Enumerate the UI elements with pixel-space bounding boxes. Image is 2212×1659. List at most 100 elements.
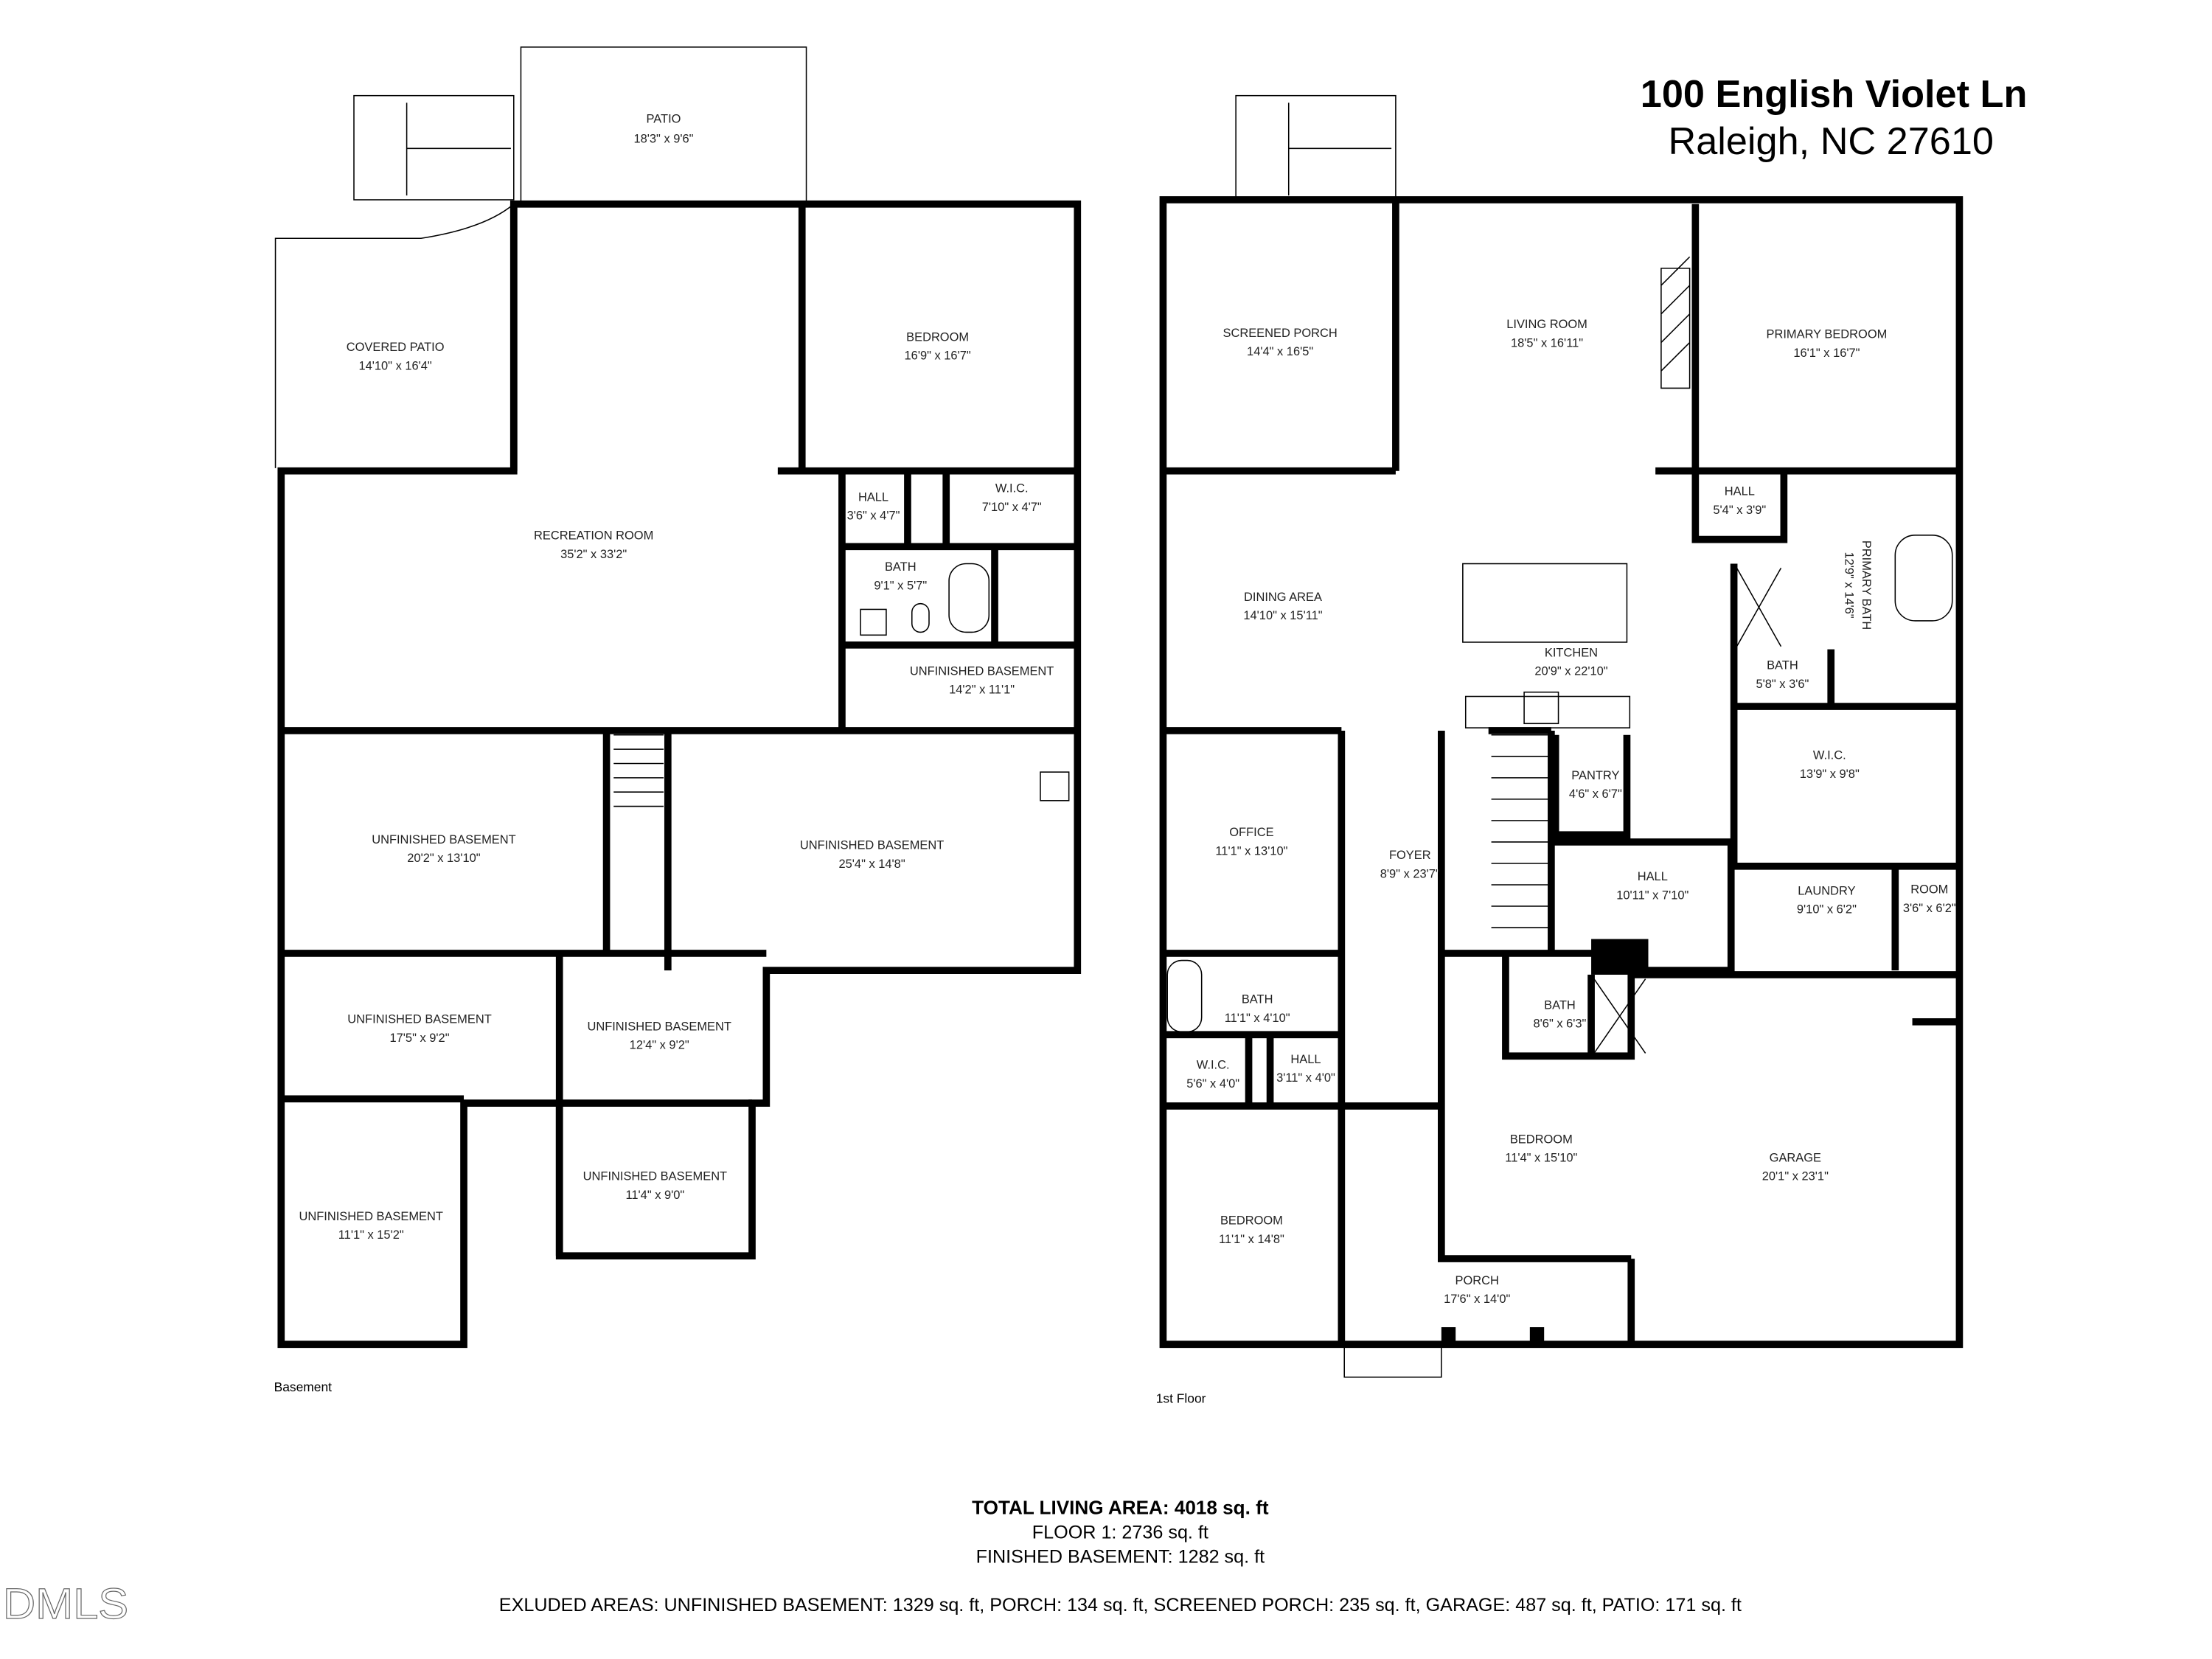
room-name: UNFINISHED BASEMENT xyxy=(587,1020,731,1033)
room-name: W.I.C. xyxy=(1813,749,1846,762)
stove-icon xyxy=(1523,691,1559,725)
utility-box xyxy=(1040,771,1070,801)
room-name: HALL xyxy=(1725,485,1755,498)
first-floor-room-labels: SCREENED PORCH 14'4" x 16'5" LIVING ROOM… xyxy=(1186,318,1956,1306)
basement-plan: PATIO 18'3" x 9'6" COVERED PATIO 14'10" … xyxy=(274,46,1082,1394)
room-name: PATIO xyxy=(647,112,681,125)
room-dims: 14'4" x 16'5" xyxy=(1247,345,1313,358)
room-name: LIVING ROOM xyxy=(1506,318,1587,331)
room-name: LAUNDRY xyxy=(1798,885,1855,898)
room-name: SCREENED PORCH xyxy=(1222,327,1337,340)
room-dims: 25'4" x 14'8" xyxy=(839,858,905,871)
floor-label-first: 1st Floor xyxy=(1156,1391,1206,1406)
room-dims: 3'6" x 6'2" xyxy=(1903,902,1956,915)
room-dims: 18'3" x 9'6" xyxy=(633,133,693,146)
room-dims: 3'11" x 4'0" xyxy=(1276,1071,1335,1085)
room-dims: 9'1" x 5'7" xyxy=(874,579,927,592)
porch-steps xyxy=(1343,1343,1442,1378)
room-dims: 16'9" x 16'7" xyxy=(905,349,971,363)
room-dims: 5'4" x 3'9" xyxy=(1713,504,1766,517)
kitchen-island xyxy=(1462,563,1628,643)
room-name: HALL xyxy=(1290,1053,1321,1066)
room-dims: 10'11" x 7'10" xyxy=(1616,888,1688,902)
stair-lines xyxy=(406,102,511,196)
room-dims: 4'6" x 6'7" xyxy=(1569,787,1622,801)
room-name: OFFICE xyxy=(1229,826,1273,839)
room-name: HALL xyxy=(858,490,888,504)
room-dims: 14'10" x 15'11" xyxy=(1243,609,1322,622)
room-name: PANTRY xyxy=(1571,769,1619,782)
room-name: BATH xyxy=(1544,998,1576,1012)
room-name: BEDROOM xyxy=(906,331,969,344)
room-name: BATH xyxy=(1767,659,1798,672)
interior-stairs xyxy=(1491,734,1548,928)
room-dims: 16'1" x 16'7" xyxy=(1793,347,1860,360)
room-name: PRIMARY BATH xyxy=(1860,540,1873,630)
room-dims: 8'6" x 6'3" xyxy=(1534,1018,1587,1031)
room-dims: 12'9" x 14'6" xyxy=(1843,552,1856,618)
total-living-area: TOTAL LIVING AREA: 4018 sq. ft xyxy=(972,1497,1269,1519)
room-name: W.I.C. xyxy=(995,482,1029,495)
mls-logo: DMLS xyxy=(3,1580,128,1628)
porch-column xyxy=(1441,1327,1456,1345)
room-name: BEDROOM xyxy=(1220,1214,1283,1228)
structural-column xyxy=(1591,939,1649,975)
shower-icon xyxy=(1736,567,1782,647)
room-name: UNFINISHED BASEMENT xyxy=(372,833,515,846)
room-name: RECREATION ROOM xyxy=(534,529,653,543)
porch-column xyxy=(1529,1327,1545,1345)
room-dims: 35'2" x 33'2" xyxy=(560,548,627,561)
room-dims: 5'6" x 4'0" xyxy=(1186,1077,1239,1091)
room-dims: 8'9" x 23'7" xyxy=(1380,867,1440,880)
room-name: HALL xyxy=(1638,870,1668,883)
first-floor-plan: SCREENED PORCH 14'4" x 16'5" LIVING ROOM… xyxy=(1156,94,1964,1406)
address-city: Raleigh, NC 27610 xyxy=(1668,120,1994,163)
basement-room-labels: PATIO 18'3" x 9'6" COVERED PATIO 14'10" … xyxy=(299,112,1054,1242)
room-dims: 11'1" x 4'10" xyxy=(1225,1012,1290,1025)
address-title: 100 English Violet Ln xyxy=(1641,73,2028,116)
room-name: BATH xyxy=(885,560,917,574)
floor1-area: FLOOR 1: 2736 sq. ft xyxy=(1032,1522,1208,1543)
room-dims: 11'1" x 14'8" xyxy=(1219,1233,1284,1246)
room-name: COVERED PATIO xyxy=(347,341,445,354)
room-dims: 9'10" x 6'2" xyxy=(1797,903,1857,917)
room-name: UNFINISHED BASEMENT xyxy=(347,1013,491,1026)
room-dims: 20'9" x 22'10" xyxy=(1534,664,1607,678)
floor-label-basement: Basement xyxy=(274,1380,333,1394)
room-name: PORCH xyxy=(1455,1274,1499,1287)
exterior-stairs xyxy=(1235,94,1397,201)
basement-stairs xyxy=(613,734,664,807)
finished-basement-area: FINISHED BASEMENT: 1282 sq. ft xyxy=(976,1546,1265,1567)
room-dims: 13'9" x 9'8" xyxy=(1800,768,1860,781)
room-name: GARAGE xyxy=(1770,1151,1821,1164)
excluded-areas: EXLUDED AREAS: UNFINISHED BASEMENT: 1329… xyxy=(499,1595,1742,1615)
room-name: UNFINISHED BASEMENT xyxy=(583,1170,727,1183)
room-dims: 17'5" x 9'2" xyxy=(390,1032,450,1045)
room-name: UNFINISHED BASEMENT xyxy=(800,839,944,852)
kitchen-counter xyxy=(1464,695,1631,728)
room-dims: 17'6" x 14'0" xyxy=(1444,1293,1510,1306)
room-name: ROOM xyxy=(1910,883,1948,897)
shower-icon xyxy=(1593,978,1646,1054)
room-dims: 18'5" x 16'11" xyxy=(1511,336,1583,349)
room-dims: 7'10" x 4'7" xyxy=(982,501,1042,514)
first-floor-exterior-walls xyxy=(1159,196,1964,1349)
room-name: DINING AREA xyxy=(1244,591,1322,604)
room-dims: 14'10" x 16'4" xyxy=(358,359,431,372)
room-dims: 20'2" x 13'10" xyxy=(407,852,480,865)
exterior-stairs xyxy=(353,94,515,201)
bathtub-icon xyxy=(1894,535,1953,622)
room-dims: 11'1" x 13'10" xyxy=(1215,844,1287,858)
bathtub-icon xyxy=(948,563,990,633)
room-dims: 20'1" x 23'1" xyxy=(1762,1170,1829,1183)
room-dims: 12'4" x 9'2" xyxy=(630,1039,689,1052)
room-name: KITCHEN xyxy=(1545,646,1598,659)
room-name: UNFINISHED BASEMENT xyxy=(299,1210,442,1223)
covered-patio-outline xyxy=(274,204,515,468)
room-name: PRIMARY BEDROOM xyxy=(1767,328,1888,341)
basement-interior-walls xyxy=(281,204,1078,1256)
first-floor-interior-walls xyxy=(1163,199,1960,1345)
room-dims: 11'4" x 9'0" xyxy=(625,1189,684,1202)
room-name: W.I.C. xyxy=(1197,1059,1230,1072)
